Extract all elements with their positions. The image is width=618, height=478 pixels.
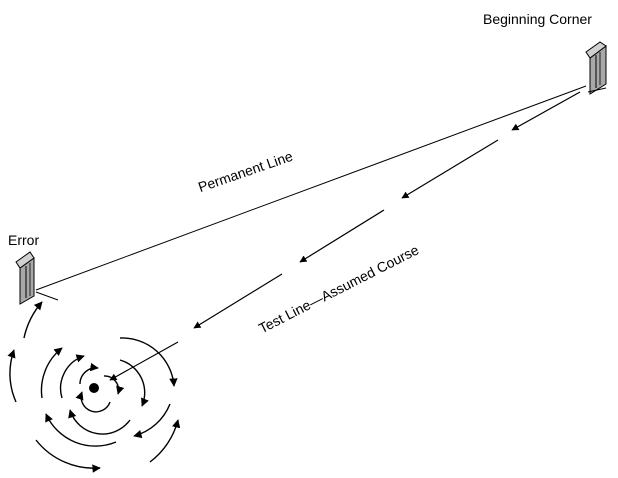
- error-label: Error: [8, 232, 40, 248]
- beginning-corner-marker-icon: [585, 41, 607, 95]
- permanent-line: [35, 85, 587, 291]
- arrow-icon: [109, 341, 179, 381]
- arrow-icon: [511, 91, 581, 131]
- arrow-icon: [193, 273, 283, 329]
- arrow-icon: [401, 139, 499, 199]
- beginning-corner-label: Beginning Corner: [483, 11, 592, 27]
- arrow-icon: [299, 209, 385, 263]
- error-marker-icon: [15, 251, 59, 305]
- test-line-arrows: [109, 91, 581, 381]
- spiral-search-pattern: [7, 301, 181, 473]
- center-dot-icon: [89, 383, 99, 393]
